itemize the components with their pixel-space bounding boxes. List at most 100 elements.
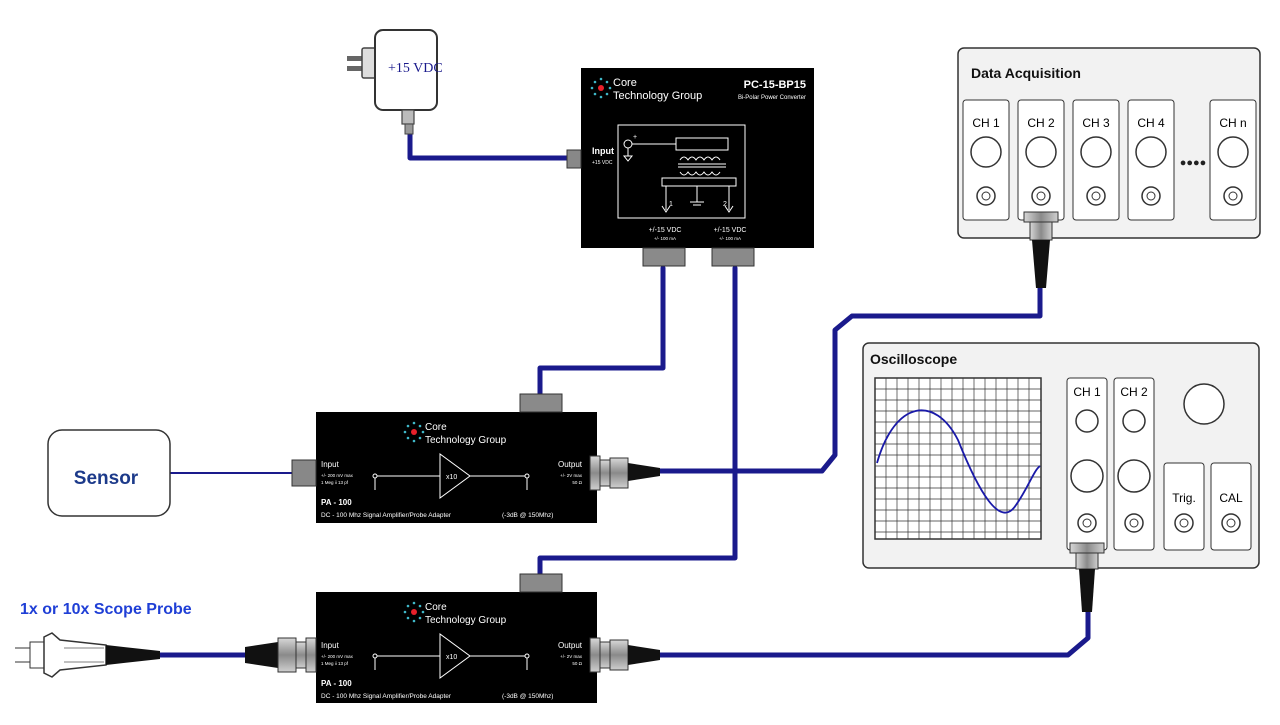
amp-bottom-input-bnc: [245, 637, 317, 673]
amp-bottom-brand-line2: Technology Group: [425, 615, 507, 626]
scope-cal-label: CAL: [1219, 491, 1243, 505]
converter-model: PC-15-BP15: [744, 79, 806, 91]
scope-ch2-bnc-jack[interactable]: [1124, 513, 1144, 533]
scope-cal-bnc-jack[interactable]: [1221, 513, 1241, 533]
converter-out2-number: 2: [723, 201, 727, 208]
power-converter: Core Technology Group PC-15-BP15 Bi-Pola…: [566, 68, 814, 267]
scope-ch1-small-knob[interactable]: [1075, 409, 1099, 433]
scope-ch1-label: CH 1: [1073, 385, 1101, 399]
daq-title: Data Acquisition: [971, 65, 1081, 81]
daq-bnc-jack[interactable]: [976, 186, 996, 206]
converter-out1-number: 1: [669, 201, 673, 208]
converter-out2-spec: +/- 100 mA: [719, 236, 741, 241]
daq-knob[interactable]: [1080, 136, 1112, 168]
daq-knob[interactable]: [970, 136, 1002, 168]
scope-ch2-large-knob[interactable]: [1117, 459, 1151, 493]
converter-brand-line2: Technology Group: [613, 90, 702, 102]
daq-bnc-jack[interactable]: [1223, 186, 1243, 206]
amp-bottom-input-label: Input: [321, 641, 340, 650]
amp-top-power-connector: [519, 393, 563, 413]
amp-bottom-output-spec1: +/- 2V max: [560, 654, 583, 659]
converter-out2-label: +/-15 VDC: [714, 227, 747, 234]
amp-top-logo-icon: [403, 421, 425, 443]
cables: [157, 129, 1091, 658]
scope-probe-icon: [15, 632, 160, 678]
daq-channel-label: CH 4: [1137, 116, 1165, 130]
amp-bottom-brand-line1: Core: [425, 602, 447, 613]
daq-channel-label: CH n: [1219, 116, 1246, 130]
amp-top-output-spec2: 50 Ω: [572, 480, 582, 485]
amp-bottom-bandwidth: (-3dB @ 150Mhz): [502, 693, 553, 700]
amp-top-output-label: Output: [558, 460, 583, 469]
converter-out1-spec: +/- 100 mA: [654, 236, 676, 241]
scope-screen: [874, 377, 1042, 540]
daq-channel-label: CH 3: [1082, 116, 1110, 130]
converter-input-label: Input: [592, 146, 614, 156]
amp-bottom-gain: x10: [446, 654, 457, 661]
scope-channel-2: CH 2: [1113, 377, 1155, 551]
scope-ch1-bnc-jack[interactable]: [1077, 513, 1097, 533]
wall-adapter: +15 VDC: [347, 29, 443, 135]
converter-out1-connector: [642, 247, 686, 267]
daq-channel-3: CH 3: [1072, 99, 1120, 221]
scope-title: Oscilloscope: [870, 351, 957, 367]
scope-main-knob[interactable]: [1183, 383, 1225, 425]
daq-bnc-plug: [1023, 211, 1059, 288]
amp-bottom-output-spec2: 50 Ω: [572, 661, 582, 666]
daq-bnc-jack[interactable]: [1086, 186, 1106, 206]
daq-ellipsis: ●●●●: [1180, 157, 1207, 169]
sensor-label: Sensor: [74, 468, 139, 489]
scope-ch2-label: CH 2: [1120, 385, 1148, 399]
sensor: Sensor: [47, 429, 171, 517]
amp-top-output-spec1: +/- 2V max: [560, 473, 583, 478]
amp-bottom-power-connector: [519, 573, 563, 593]
amp-top-output-bnc: [589, 455, 660, 491]
cable-amp-bottom-to-scope: [657, 602, 1091, 658]
converter-input-spec: +15 VDC: [592, 160, 613, 166]
scope-trig-bnc-jack[interactable]: [1174, 513, 1194, 533]
oscilloscope: Oscilloscope CH 1: [862, 342, 1260, 612]
amplifier-bottom: Core Technology Group Input +/- 200 mV m…: [245, 573, 660, 703]
scope-trig-label: Trig.: [1172, 491, 1196, 505]
daq-knob[interactable]: [1025, 136, 1057, 168]
scope-channel-1: CH 1: [1066, 377, 1108, 551]
amp-top-amplifier-symbol: [372, 453, 530, 499]
converter-out2-connector: [711, 247, 755, 267]
amp-top-bandwidth: (-3dB @ 150Mhz): [502, 512, 553, 519]
probe-label: 1x or 10x Scope Probe: [20, 601, 192, 618]
amp-bottom-description: DC - 100 Mhz Signal Amplifier/Probe Adap…: [321, 693, 452, 700]
amp-top-input-label: Input: [321, 460, 340, 469]
scope-ch1-large-knob[interactable]: [1070, 459, 1104, 493]
amp-bottom-input-spec2: 1 Meg ii 13 pf: [321, 661, 349, 666]
converter-brand-line1: Core: [613, 77, 637, 89]
cable-power-to-amp-top: [537, 265, 666, 401]
converter-logo-icon: [590, 77, 612, 99]
daq-channel-2: CH 2: [1017, 99, 1065, 221]
amp-top-brand-line2: Technology Group: [425, 435, 507, 446]
amp-bottom-model: PA - 100: [321, 679, 352, 688]
daq-channel-1: CH 1: [962, 99, 1010, 221]
data-acquisition: Data Acquisition CH 1 CH 2 CH 3 CH 4: [957, 47, 1261, 288]
daq-knob[interactable]: [1217, 136, 1249, 168]
converter-schematic: [617, 124, 746, 219]
adapter-label: +15 VDC: [388, 61, 443, 76]
scope-waveform: [876, 409, 1041, 514]
daq-bnc-jack[interactable]: [1031, 186, 1051, 206]
amp-bottom-output-label: Output: [558, 641, 583, 650]
scope-cal: CAL: [1210, 462, 1252, 551]
daq-bnc-jack[interactable]: [1141, 186, 1161, 206]
daq-knob[interactable]: [1135, 136, 1167, 168]
amp-bottom-amplifier-symbol: [372, 633, 530, 679]
scope-ch2-small-knob[interactable]: [1122, 409, 1146, 433]
amp-top-brand-line1: Core: [425, 422, 447, 433]
cable-power-to-amp-bottom: [537, 265, 738, 581]
amp-top-input-spec2: 1 Meg ii 13 pf: [321, 480, 349, 485]
amp-top-gain: x10: [446, 474, 457, 481]
daq-channel-n: CH n: [1209, 99, 1257, 221]
amp-bottom-input-spec1: +/- 200 mV max: [321, 654, 354, 659]
scope-trig: Trig.: [1163, 462, 1205, 551]
converter-subtitle: Bi-Polar Power Converter: [738, 95, 806, 101]
amplifier-top: Core Technology Group Input +/- 200 mV m…: [291, 393, 660, 523]
amp-top-input-connector: [291, 459, 317, 487]
